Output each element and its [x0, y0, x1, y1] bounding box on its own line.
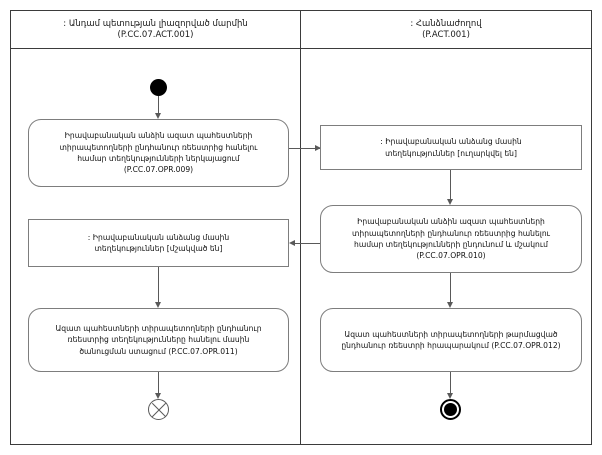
- arrow-left-action1-to-right-object1: [315, 145, 321, 151]
- edge-right-action2-to-final: [450, 372, 451, 396]
- action-node-left-2-line2: ռեեստրից տեղեկությունները հանելու մասին: [67, 335, 250, 345]
- edge-right-action1-to-left-object1: [295, 243, 320, 244]
- action-node-right-2-line2: ընդհանուր ռեեստրի հրապարակում (P.CC.07.O…: [341, 341, 561, 350]
- object-node-right-1-line1: : Իրավաբանական անձանց մասին: [380, 137, 522, 147]
- object-node-left-1[interactable]: : Իրավաբանական անձանց մասին տեղեկություն…: [28, 219, 289, 267]
- object-node-right-1[interactable]: : Իրավաբանական անձանց մասին տեղեկություն…: [320, 125, 582, 170]
- swimlane-left-code: (P.CC.07.ACT.001): [117, 29, 194, 40]
- edge-right-object1-to-action1: [450, 170, 451, 202]
- action-node-right-1[interactable]: Իրավաբանական անձին ազատ պահեստների տիրապ…: [320, 205, 582, 273]
- swimlane-left-title: : Անդամ պետության լիազորված մարմին: [63, 18, 248, 29]
- action-node-left-2-line1: Ազատ պահեստների տիրապետողների ընդհանուր: [55, 323, 262, 333]
- arrow-right-action2-to-final: [447, 393, 453, 399]
- action-node-left-2[interactable]: Ազատ պահեստների տիրապետողների ընդհանուր …: [28, 308, 289, 372]
- swimlane-left-header: : Անդամ պետության լիազորված մարմին (P.CC…: [11, 11, 300, 49]
- edge-left-object1-to-action2: [158, 267, 159, 304]
- arrow-right-action1-to-action2: [447, 302, 453, 308]
- initial-node-left: [150, 79, 167, 96]
- arrow-right-action1-to-left-object1: [289, 240, 295, 246]
- edge-left-action1-to-right-object1: [289, 148, 321, 149]
- swimlane-right-code: (P.ACT.001): [422, 29, 470, 40]
- action-node-left-1[interactable]: Իրավաբանական անձին ազատ պահեստների տիրապ…: [28, 119, 289, 187]
- object-node-right-1-line2: տեղեկություններ [ուղարկվել են]: [385, 148, 517, 158]
- swimlane-right: : Հանձնաժողով (P.ACT.001): [300, 10, 592, 445]
- edge-right-action1-to-action2: [450, 273, 451, 304]
- action-node-left-1-line1: Իրավաբանական անձին ազատ պահեստների: [64, 131, 253, 141]
- arrow-initial-to-action1: [155, 113, 161, 119]
- action-node-left-1-line3: համար տեղեկությունների ներկայացում: [77, 154, 240, 163]
- edge-left-action2-to-final: [158, 372, 159, 396]
- arrow-left-object1-to-action2: [155, 302, 161, 308]
- action-node-right-2-line1: Ազատ պահեստների տիրապետողների թարմացված: [344, 329, 558, 339]
- swimlane-right-title: : Հանձնաժողով: [410, 18, 482, 29]
- arrow-right-object1-to-action1: [447, 199, 453, 205]
- action-node-right-1-line4: (P.CC.07.OPR.010): [416, 251, 486, 261]
- action-node-right-1-line2: տիրապետողների ընդհանուր ռեեստրից հանելու: [352, 228, 550, 238]
- action-node-right-2[interactable]: Ազատ պահեստների տիրապետողների թարմացված …: [320, 308, 582, 372]
- action-node-right-1-line3: համար տեղեկությունների ընդունում և մշակո…: [354, 240, 548, 249]
- action-node-left-1-line2: տիրապետողների ընդհանուր ռեեստրից հանելու: [59, 142, 258, 152]
- activity-final-node-right: [440, 399, 461, 420]
- swimlane-right-header: : Հանձնաժողով (P.ACT.001): [301, 11, 591, 49]
- action-node-left-2-line3: ծանուցման ստացում (P.CC.07.OPR.011): [79, 346, 238, 356]
- edge-initial-to-action1: [158, 96, 159, 115]
- swimlane-right-title-and-code: : Հանձնաժողով (P.ACT.001): [410, 19, 481, 41]
- object-node-left-1-line2: տեղեկություններ [մշակված են]: [94, 244, 223, 253]
- action-node-left-1-line4: (P.CC.07.OPR.009): [123, 165, 194, 175]
- action-node-right-1-line1: Իրավաբանական անձին ազատ պահեստների: [357, 217, 545, 227]
- object-node-left-1-line1: : Իրավաբանական անձանց մասին: [87, 232, 230, 242]
- arrow-left-action2-to-final: [155, 393, 161, 399]
- flow-final-node-left: [148, 399, 169, 420]
